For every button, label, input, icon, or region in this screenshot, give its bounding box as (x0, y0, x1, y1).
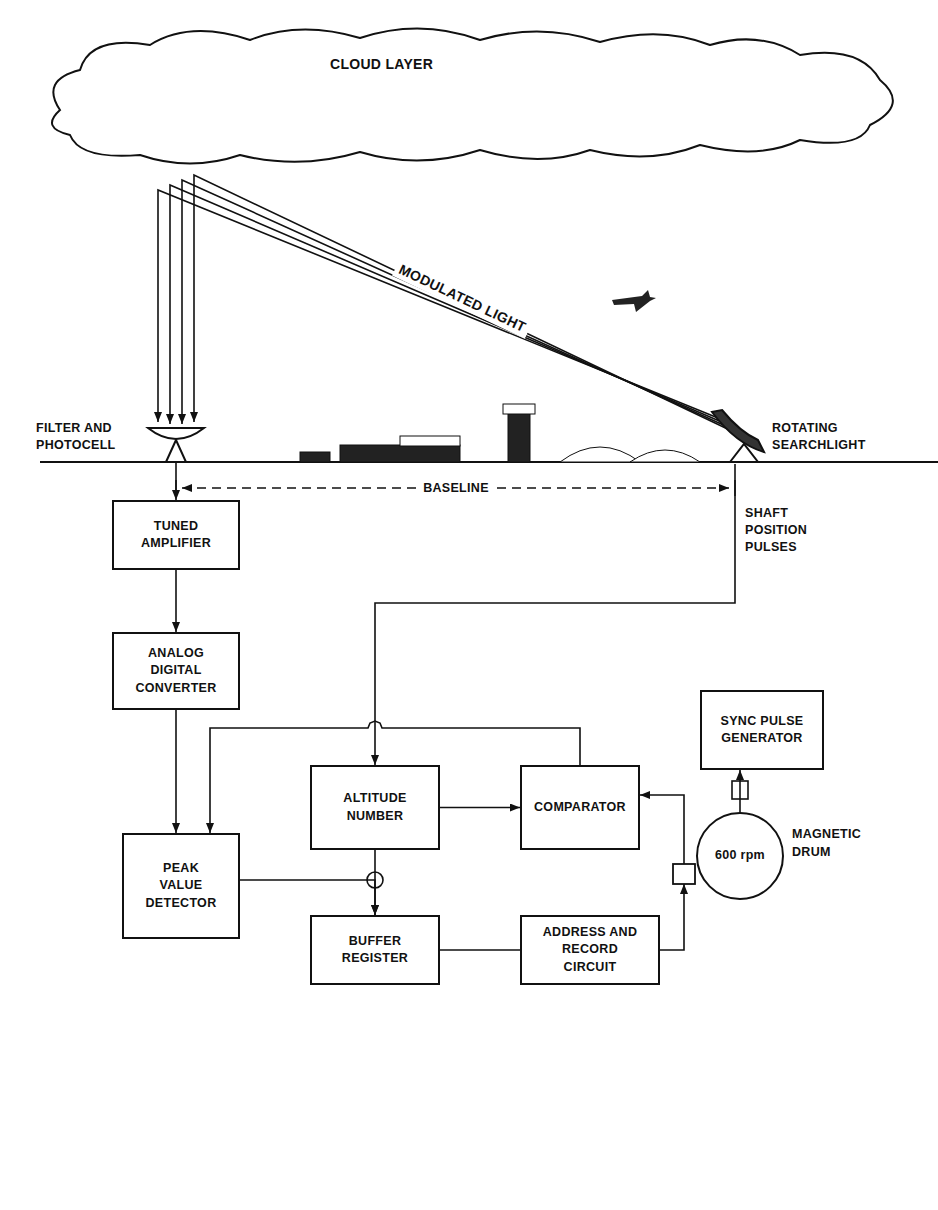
signal-connector (440, 949, 520, 951)
box-title: PEAK VALUE DETECTOR (141, 860, 221, 913)
record-head (673, 864, 695, 884)
signal-connector (240, 880, 375, 915)
box-title: TUNED AMPLIFIER (133, 518, 219, 553)
box-text: SYNC PULSE GENERATOR (717, 713, 807, 748)
signal-label: SHAFT POSITION PULSES (745, 505, 830, 556)
signal-connector (374, 850, 376, 915)
searchlight-dish (712, 410, 764, 452)
register-box: ALTITUDE NUMBER (310, 765, 440, 850)
signal-connector (440, 807, 520, 809)
hangar-roof (630, 450, 700, 462)
box-text: ALTITUDE NUMBER (330, 790, 420, 825)
circuit-box: ADDRESS AND RECORD CIRCUIT (520, 915, 660, 985)
region-label: CLOUD LAYER (330, 55, 433, 74)
magnetic-drum: 600 rpmMAGNETIC DRUM (672, 812, 784, 900)
light-beam (158, 190, 718, 422)
box-text: BUFFER REGISTER (330, 933, 420, 968)
box-title: ALTITUDE NUMBER (330, 790, 420, 825)
box-text: PEAK VALUE DETECTOR (141, 860, 221, 913)
signal-connector (739, 770, 741, 813)
hangar (340, 445, 460, 462)
photocell-wire (175, 462, 177, 500)
box-title: BUFFER REGISTER (330, 933, 420, 968)
amplifier-box: TUNED AMPLIFIER (112, 500, 240, 570)
light-beams (158, 175, 736, 433)
searchlight (712, 410, 764, 462)
detector-box: PEAK VALUE DETECTOR (122, 833, 240, 939)
light-beam (194, 175, 736, 433)
box-title: SYNC PULSE GENERATOR (717, 713, 807, 748)
control-tower (508, 410, 530, 462)
box-title: COMPARATOR (534, 799, 626, 817)
converter-box: ANALOG DIGITAL CONVERTER (112, 632, 240, 710)
generator-box: SYNC PULSE GENERATOR (700, 690, 824, 770)
comparator-box: COMPARATOR (520, 765, 640, 850)
filter-dish (148, 428, 204, 439)
building (400, 436, 460, 446)
airplane (612, 290, 656, 312)
drum-label: MAGNETIC DRUM (792, 826, 884, 861)
beam-label: MODULATED LIGHT (392, 258, 533, 338)
box-text: ANALOG DIGITAL CONVERTER (133, 645, 219, 698)
dimension-label: BASELINE (419, 480, 493, 497)
cloud-outline (52, 28, 893, 163)
part-label: FILTER AND PHOTOCELL (36, 420, 146, 454)
photocell-stand (166, 440, 186, 462)
shaft-position-wire (375, 464, 735, 765)
signal-connector (175, 570, 177, 632)
speed-text: 600 rpm (698, 847, 782, 865)
signal-connector (660, 884, 684, 950)
shed (300, 452, 330, 462)
signal-connector (175, 710, 177, 833)
signal-connector (640, 795, 684, 864)
searchlight-stand (730, 444, 758, 462)
hangar-roof (560, 447, 640, 462)
photocell (148, 428, 204, 462)
airfield-buildings (300, 404, 700, 462)
box-title: ANALOG DIGITAL CONVERTER (133, 645, 219, 698)
box-text: TUNED AMPLIFIER (133, 518, 219, 553)
baseline-dimension (176, 480, 735, 496)
part-label: ROTATING SEARCHLIGHT (772, 420, 882, 454)
drum-circle (697, 813, 783, 899)
box-text: COMPARATOR (534, 799, 626, 817)
tower-cab (503, 404, 535, 414)
box-text: ADDRESS AND RECORD CIRCUIT (542, 924, 638, 977)
register-box: BUFFER REGISTER (310, 915, 440, 985)
box-title: ADDRESS AND RECORD CIRCUIT (542, 924, 638, 977)
